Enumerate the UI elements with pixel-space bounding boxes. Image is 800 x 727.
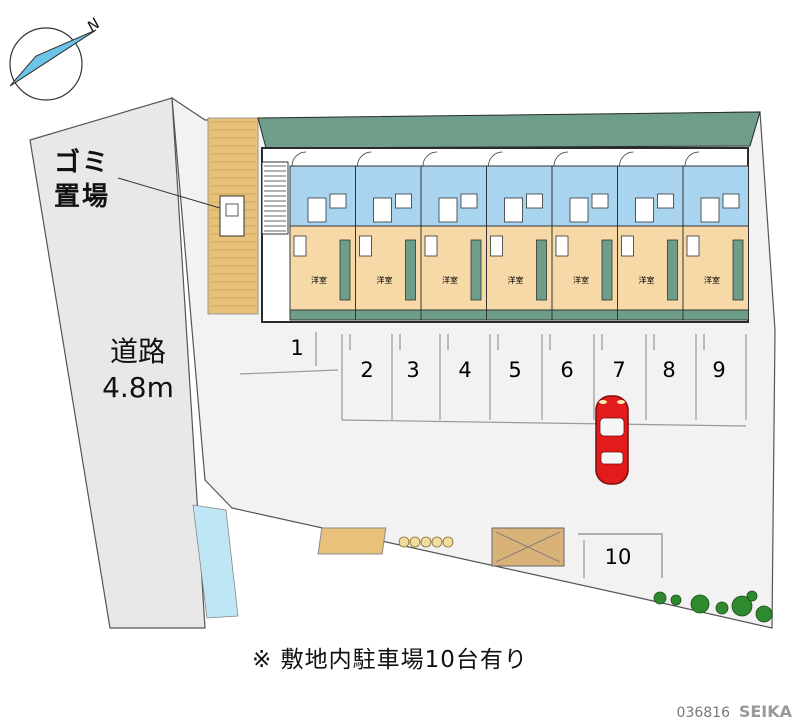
unit-door-swing xyxy=(619,151,634,167)
unit-closet xyxy=(667,239,678,301)
unit-door-swing xyxy=(422,151,438,167)
stall-1-line xyxy=(239,369,339,375)
unit-balcony xyxy=(617,309,684,321)
north-arrow-icon xyxy=(9,27,97,101)
staircase-frame xyxy=(261,161,289,235)
unit-closet xyxy=(732,239,744,301)
room-type-label: 洋室 xyxy=(442,276,458,285)
unit-door-swing xyxy=(291,151,307,167)
car-icon xyxy=(595,395,629,485)
unit-bath xyxy=(635,197,654,223)
room-type-label: 洋室 xyxy=(638,276,655,285)
unit-kitchen xyxy=(359,235,372,257)
planter-left xyxy=(317,527,387,555)
parking-lot-label: 3 xyxy=(406,358,420,382)
road-area xyxy=(29,97,206,629)
garbage-box-lid xyxy=(225,203,239,217)
unit-closet xyxy=(405,239,416,301)
unit-balcony xyxy=(551,309,618,321)
unit-balcony xyxy=(420,309,487,321)
parking-lot-label: 7 xyxy=(612,358,626,382)
unit-toilet xyxy=(657,193,674,209)
unit-balcony xyxy=(355,309,422,321)
garbage-label-line1: ゴミ xyxy=(54,148,111,178)
unit-kitchen xyxy=(686,235,700,257)
parking-lot-label: 6 xyxy=(560,358,574,382)
unit-door-swing xyxy=(488,151,503,167)
parking-lot-label: 5 xyxy=(508,358,522,382)
unit-toilet xyxy=(526,193,543,209)
room-type-label: 洋室 xyxy=(507,276,524,285)
unit-kitchen xyxy=(424,235,438,257)
room-type-label: 洋室 xyxy=(573,276,589,285)
tree-icon xyxy=(670,594,682,606)
unit-door-swing xyxy=(684,151,700,167)
unit-bath xyxy=(700,197,720,223)
water-channel xyxy=(192,504,239,619)
brand-watermark: SEIKA xyxy=(738,702,792,721)
tree-icon xyxy=(746,590,758,602)
shrub xyxy=(398,536,410,548)
room-type-label: 洋室 xyxy=(704,276,720,285)
unit-bath xyxy=(504,197,523,223)
shrub xyxy=(442,536,454,548)
unit-balcony xyxy=(289,309,356,321)
unit-toilet xyxy=(395,193,412,209)
unit-kitchen xyxy=(293,235,307,257)
shrub xyxy=(409,536,421,548)
unit-closet xyxy=(601,239,613,301)
unit-bath xyxy=(307,197,327,223)
tree-icon xyxy=(755,605,773,623)
unit-toilet xyxy=(460,193,478,209)
unit-bath xyxy=(569,197,589,223)
road-width-label: 4.8m xyxy=(102,371,174,404)
shrub xyxy=(420,536,432,548)
staircase xyxy=(261,161,289,235)
garbage-leader-line xyxy=(117,177,221,209)
unit-door-swing xyxy=(553,151,569,167)
tree-icon xyxy=(653,591,667,605)
garbage-area-label: ゴミ 置場 xyxy=(54,146,110,214)
road-label-line1: 道路 xyxy=(109,335,166,368)
road-label: 道路 4.8m xyxy=(88,334,188,406)
unit-bath xyxy=(373,197,392,223)
parking-lot-label: 8 xyxy=(662,358,676,382)
parking-lot-label: 9 xyxy=(712,358,726,382)
parking-lot-label: 10 xyxy=(604,545,632,569)
unit-row xyxy=(289,151,749,321)
unit-toilet xyxy=(722,193,740,209)
hedge-strip xyxy=(257,111,761,149)
unit-balcony xyxy=(682,309,749,321)
parking-lot-label: 2 xyxy=(360,358,374,382)
unit-toilet xyxy=(591,193,609,209)
unit-closet xyxy=(470,239,482,301)
parking-lot-label: 4 xyxy=(458,358,472,382)
unit-kitchen xyxy=(490,235,503,257)
stall-10-outline xyxy=(578,533,663,578)
unit-bath xyxy=(438,197,458,223)
shrub xyxy=(431,536,443,548)
unit-closet xyxy=(536,239,547,301)
garbage-label-line2: 置場 xyxy=(54,182,111,212)
unit-kitchen xyxy=(555,235,569,257)
planter-shrubs xyxy=(398,536,454,548)
unit-kitchen xyxy=(621,235,634,257)
stall-back-line xyxy=(341,419,747,427)
property-code: 036816 xyxy=(676,705,730,721)
tree-icon xyxy=(690,594,710,614)
parking-note: ※ 敷地内駐車場10台有り xyxy=(252,647,528,673)
unit-door-swing xyxy=(357,151,372,167)
unit-closet xyxy=(339,239,351,301)
parking-stalls xyxy=(341,334,747,427)
room-type-label: 洋室 xyxy=(311,276,327,285)
room-type-label: 洋室 xyxy=(376,276,393,285)
tree-icon xyxy=(731,595,753,617)
trees xyxy=(653,590,773,623)
parking-lot-label: 1 xyxy=(290,336,304,360)
tree-icon xyxy=(715,601,729,615)
storage-cross-2 xyxy=(495,531,561,563)
unit-toilet xyxy=(329,193,347,209)
unit-balcony xyxy=(486,309,553,321)
